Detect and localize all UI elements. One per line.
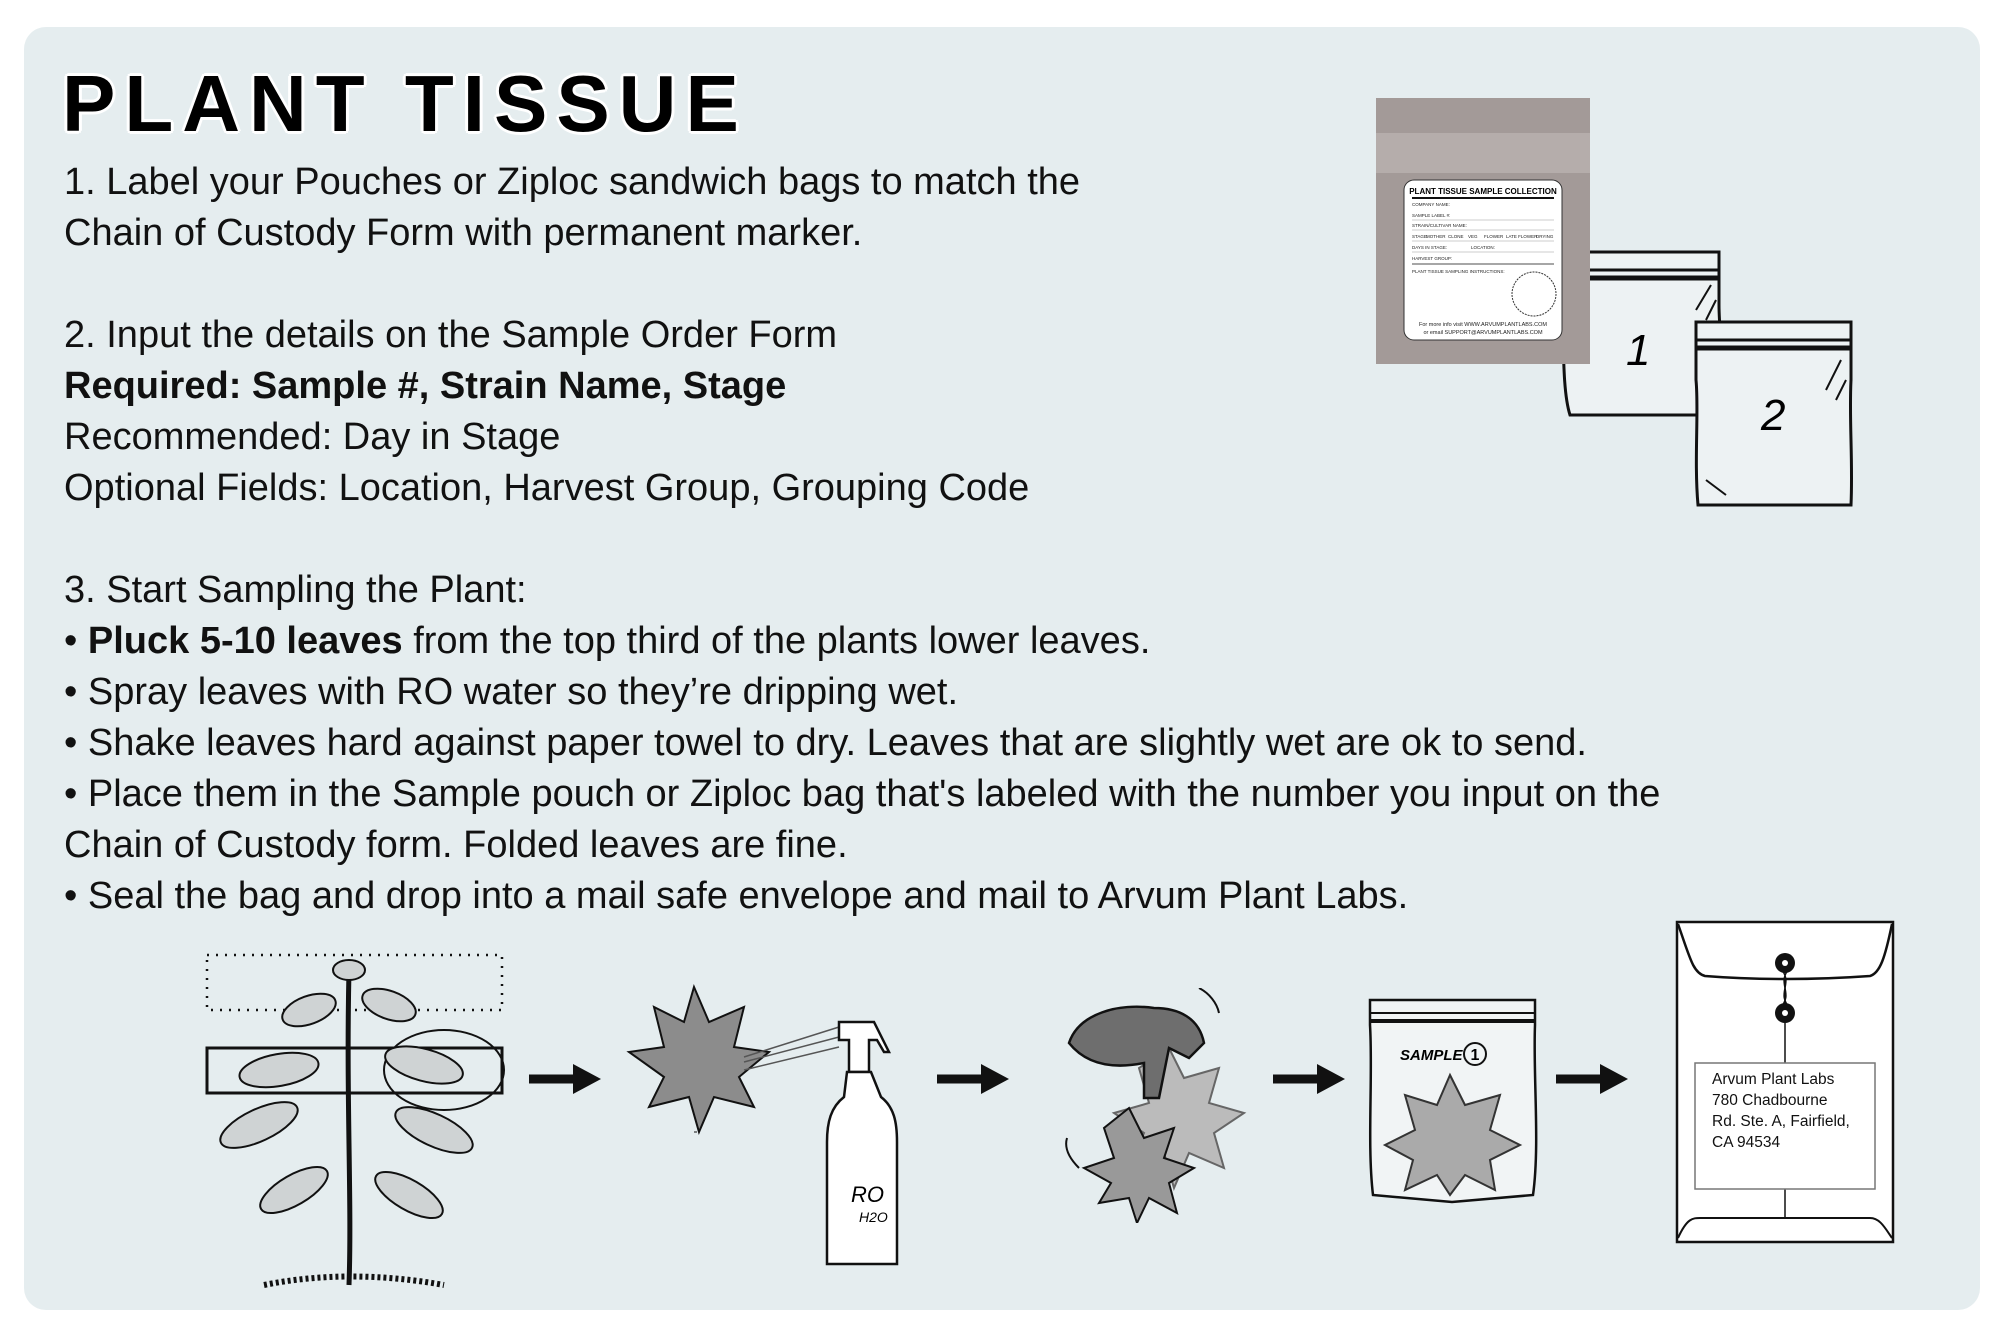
address-line: 780 Chadbourne bbox=[1712, 1092, 1828, 1109]
pouch-stage: LATE FLOWER bbox=[1506, 234, 1538, 239]
step2-heading: 2. Input the details on the Sample Order… bbox=[64, 314, 838, 356]
step3-heading: 3. Start Sampling the Plant: bbox=[64, 569, 527, 611]
address-line: Rd. Ste. A, Fairfield, bbox=[1712, 1113, 1850, 1130]
bullet: • bbox=[64, 875, 78, 917]
step1-line1: 1. Label your Pouches or Ziploc sandwich… bbox=[64, 161, 1081, 203]
pouch-stage: DRYING bbox=[1536, 234, 1554, 239]
pouch-field: STRAIN/CULTIVAR NAME: bbox=[1412, 223, 1467, 228]
bullet-text: Seal the bag and drop into a mail safe e… bbox=[87, 875, 1409, 917]
bullet: • bbox=[64, 620, 78, 662]
step3-bullet-2: • Spray leaves with RO water so they’re … bbox=[64, 667, 958, 718]
address-line: Arvum Plant Labs bbox=[1712, 1071, 1835, 1088]
step3-bullet-4-cont: Chain of Custody form. Folded leaves are… bbox=[64, 824, 848, 866]
leaf-icon bbox=[626, 984, 772, 1135]
pouch-field: LOCATION: bbox=[1471, 245, 1495, 250]
bottle-label-h2o: H2O bbox=[859, 1209, 888, 1225]
bullet: • bbox=[64, 722, 78, 764]
arrow-right-icon bbox=[1273, 1064, 1345, 1094]
pouch-stage: MOTHER bbox=[1426, 234, 1446, 239]
bullet-text: Spray leaves with RO water so they’re dr… bbox=[87, 671, 959, 713]
sample-bag-number: 1 bbox=[1471, 1047, 1480, 1064]
pouch-instructions-heading: PLANT TISSUE SAMPLING INSTRUCTIONS: bbox=[1412, 269, 1505, 274]
sample-bag-label: SAMPLE bbox=[1400, 1047, 1464, 1064]
step3-bullet-5: • Seal the bag and drop into a mail safe… bbox=[64, 871, 1408, 922]
step2-recommended: Recommended: Day in Stage bbox=[64, 416, 561, 458]
bullet-text: from the top third of the plants lower l… bbox=[402, 620, 1151, 662]
pouch-field: SAMPLE LABEL #: bbox=[1412, 213, 1450, 218]
address-line: CA 94534 bbox=[1712, 1134, 1781, 1151]
step1-line2: Chain of Custody Form with permanent mar… bbox=[64, 212, 863, 254]
bullet: • bbox=[64, 671, 78, 713]
arrow-right-icon bbox=[1556, 1064, 1628, 1094]
qr-code-icon bbox=[1511, 271, 1557, 317]
bullet: • bbox=[64, 773, 78, 815]
pouch-footer: or email SUPPORT@ARVUMPLANTLABS.COM bbox=[1423, 330, 1542, 336]
pouch-footer: For more info visit WWW.ARVUMPLANTLABS.C… bbox=[1419, 322, 1547, 328]
leaf-spray-illustration: RO H2O bbox=[626, 984, 899, 1266]
plant-icon bbox=[205, 953, 505, 1288]
sample-bag-icon: SAMPLE 1 bbox=[1368, 998, 1538, 1204]
arrow-right-icon bbox=[529, 1064, 601, 1094]
arrow-right-icon bbox=[937, 1064, 1009, 1094]
pouch-stage: FLOWER bbox=[1484, 234, 1504, 239]
bottle-label-ro: RO bbox=[851, 1182, 884, 1207]
mailing-address: Arvum Plant Labs 780 Chadbourne Rd. Ste.… bbox=[1712, 1069, 1850, 1153]
sample-pouch-icon: PLANT TISSUE SAMPLE COLLECTION COMPANY N… bbox=[1376, 98, 1590, 364]
step2-required: Required: Sample #, Strain Name, Stage bbox=[64, 365, 787, 407]
step3-bullet-4: • Place them in the Sample pouch or Zipl… bbox=[64, 769, 1660, 820]
pouch-field: DAYS IN STAGE: bbox=[1412, 245, 1447, 250]
pouch-field: COMPANY NAME: bbox=[1412, 202, 1450, 207]
step3-bullet-1: • Pluck 5-10 leaves from the top third o… bbox=[64, 616, 1150, 667]
step3-bullet-3: • Shake leaves hard against paper towel … bbox=[64, 718, 1587, 769]
pouch-heading: PLANT TISSUE SAMPLE COLLECTION bbox=[1409, 187, 1557, 196]
pouch-stage: CLONE bbox=[1448, 234, 1464, 239]
bullet-text: Shake leaves hard against paper towel to… bbox=[87, 722, 1587, 764]
bullet-bold: Pluck 5-10 leaves bbox=[87, 620, 403, 662]
ziploc-bag-icon: 1 2 bbox=[1560, 250, 1854, 507]
pouch-stage: VEG bbox=[1468, 234, 1478, 239]
bag-label-1: 1 bbox=[1626, 326, 1650, 375]
pouch-field: STAGE: bbox=[1412, 234, 1428, 239]
page-title: PLANT TISSUE bbox=[62, 59, 748, 148]
step2-optional: Optional Fields: Location, Harvest Group… bbox=[64, 467, 1030, 509]
hand-shaking-leaves-icon bbox=[1065, 988, 1247, 1223]
bullet-text: Place them in the Sample pouch or Ziploc… bbox=[87, 773, 1661, 815]
spray-bottle-icon bbox=[825, 1020, 899, 1266]
bag-label-2: 2 bbox=[1760, 391, 1785, 440]
pouch-field: HARVEST GROUP: bbox=[1412, 256, 1452, 261]
envelope-icon: Arvum Plant Labs 780 Chadbourne Rd. Ste.… bbox=[1675, 918, 1896, 1245]
